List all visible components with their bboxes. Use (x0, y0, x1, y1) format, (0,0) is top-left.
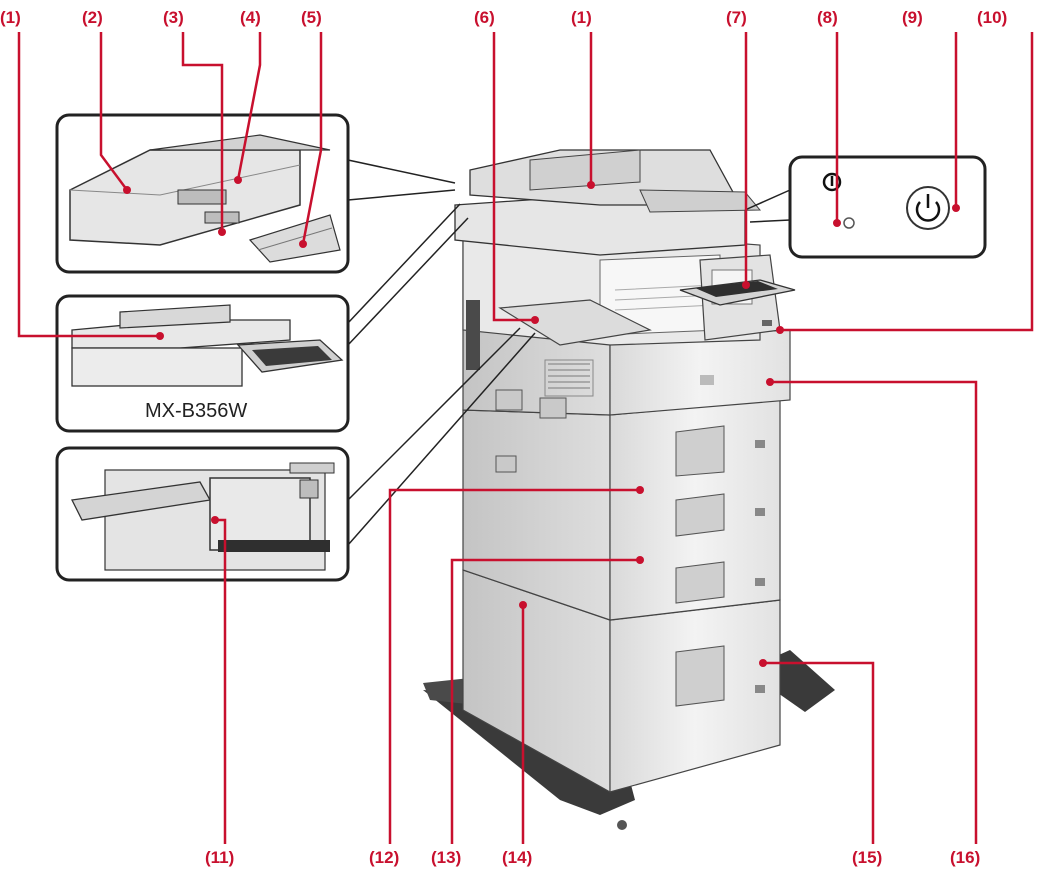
callout-dot-10 (776, 326, 784, 334)
callout-label-7: (7) (726, 8, 747, 27)
inset-mx-b356w (55, 294, 350, 433)
callout-leader-10 (780, 32, 1034, 332)
callout-label-5: (5) (301, 8, 322, 27)
callout-label-14: (14) (502, 848, 533, 867)
callout-label-12: (12) (369, 848, 400, 867)
callout-leader-1a (17, 32, 160, 338)
callout-dot-2 (123, 186, 131, 194)
callout-dot-1b (587, 181, 595, 189)
callout-label-8: (8) (817, 8, 838, 27)
callout-leader-16 (770, 380, 978, 844)
callout-leaders (17, 32, 1034, 844)
callout-label-3: (3) (163, 8, 184, 27)
callout-label-15: (15) (852, 848, 883, 867)
callout-label-2: (2) (82, 8, 103, 27)
printer-main (423, 149, 835, 830)
callout-dot-9 (952, 204, 960, 212)
zoom-lines (347, 159, 791, 546)
inset-document-feeder (55, 113, 350, 274)
callout-leader-4 (236, 32, 262, 181)
callout-label-1a: (1) (0, 8, 21, 27)
callout-label-11: (11) (205, 848, 235, 867)
callout-leader-3 (181, 32, 224, 232)
callout-leader-13 (450, 558, 640, 844)
callout-label-4: (4) (240, 8, 261, 27)
callout-dot-5 (299, 240, 307, 248)
callout-dot-14 (519, 601, 527, 609)
callout-dot-1a (156, 332, 164, 340)
callout-leader-12 (388, 488, 640, 844)
callout-dot-6 (531, 316, 539, 324)
inset-caption: MX-B356W (145, 400, 248, 422)
callout-label-9: (9) (902, 8, 923, 27)
power-saver-icon (822, 172, 842, 192)
inset-side-tray (55, 446, 350, 582)
callout-label-13: (13) (431, 848, 462, 867)
callout-label-16: (16) (950, 848, 981, 867)
callout-dot-4 (234, 176, 242, 184)
power-icon[interactable] (906, 186, 950, 230)
callout-dot-15 (759, 659, 767, 667)
callout-leader-5 (301, 32, 323, 245)
callout-leader-6 (492, 32, 535, 322)
callout-dot-16 (766, 378, 774, 386)
callout-label-6: (6) (474, 8, 495, 27)
callout-dot-13 (636, 556, 644, 564)
power-saver-indicator (843, 217, 855, 229)
callout-dot-11 (211, 516, 219, 524)
callout-dot-3 (218, 228, 226, 236)
callout-leader-15 (763, 661, 875, 844)
callout-dot-8 (833, 219, 841, 227)
callout-dot-12 (636, 486, 644, 494)
callout-dot-7 (742, 281, 750, 289)
callout-leader-2 (99, 32, 129, 191)
callout-label-1b: (1) (571, 8, 592, 27)
callout-label-10: (10) (977, 8, 1008, 27)
